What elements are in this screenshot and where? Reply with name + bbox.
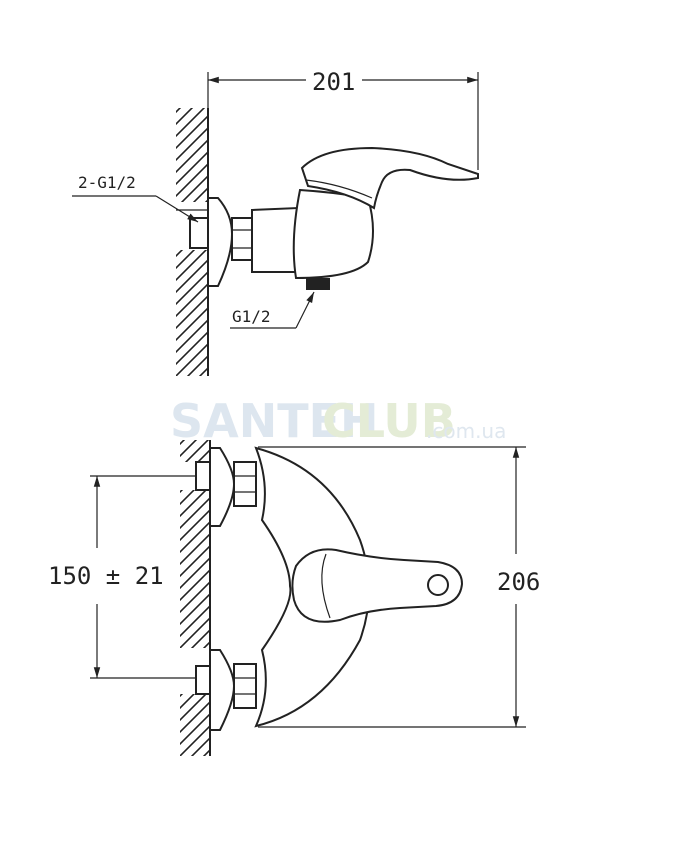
inlet-leader xyxy=(72,195,199,223)
side-outlet-spout xyxy=(306,278,330,290)
outlet-leader xyxy=(230,291,315,329)
side-view: 201 2-G1/2 G1/2 xyxy=(72,68,479,376)
watermark-domain: .com.ua xyxy=(426,419,506,443)
front-lower-inlet xyxy=(195,649,257,731)
side-lever-handle xyxy=(300,146,479,210)
side-inlet-pipe xyxy=(176,209,209,249)
dim-spacing xyxy=(90,475,196,679)
front-view: 150 ± 21 206 xyxy=(48,440,540,756)
side-hex-nut xyxy=(231,217,253,261)
spacing-dimension: 150 ± 21 xyxy=(48,562,164,590)
front-lever-handle xyxy=(291,548,464,623)
outlet-thread-label: G1/2 xyxy=(232,307,271,326)
side-width-dimension: 201 xyxy=(312,68,355,96)
side-body xyxy=(251,206,300,273)
watermark: SANTEH CLUB .com.ua xyxy=(170,394,506,448)
inlet-thread-label: 2-G1/2 xyxy=(78,173,136,192)
side-flange xyxy=(207,197,234,287)
height-dimension: 206 xyxy=(497,568,540,596)
side-cartridge-housing xyxy=(292,188,374,280)
watermark-santeh: SANTEH xyxy=(170,394,379,448)
dim-206 xyxy=(258,446,526,728)
side-lever-base xyxy=(305,179,373,199)
watermark-club: CLUB xyxy=(322,394,456,448)
dim-201 xyxy=(207,72,479,196)
front-upper-inlet xyxy=(195,447,257,527)
